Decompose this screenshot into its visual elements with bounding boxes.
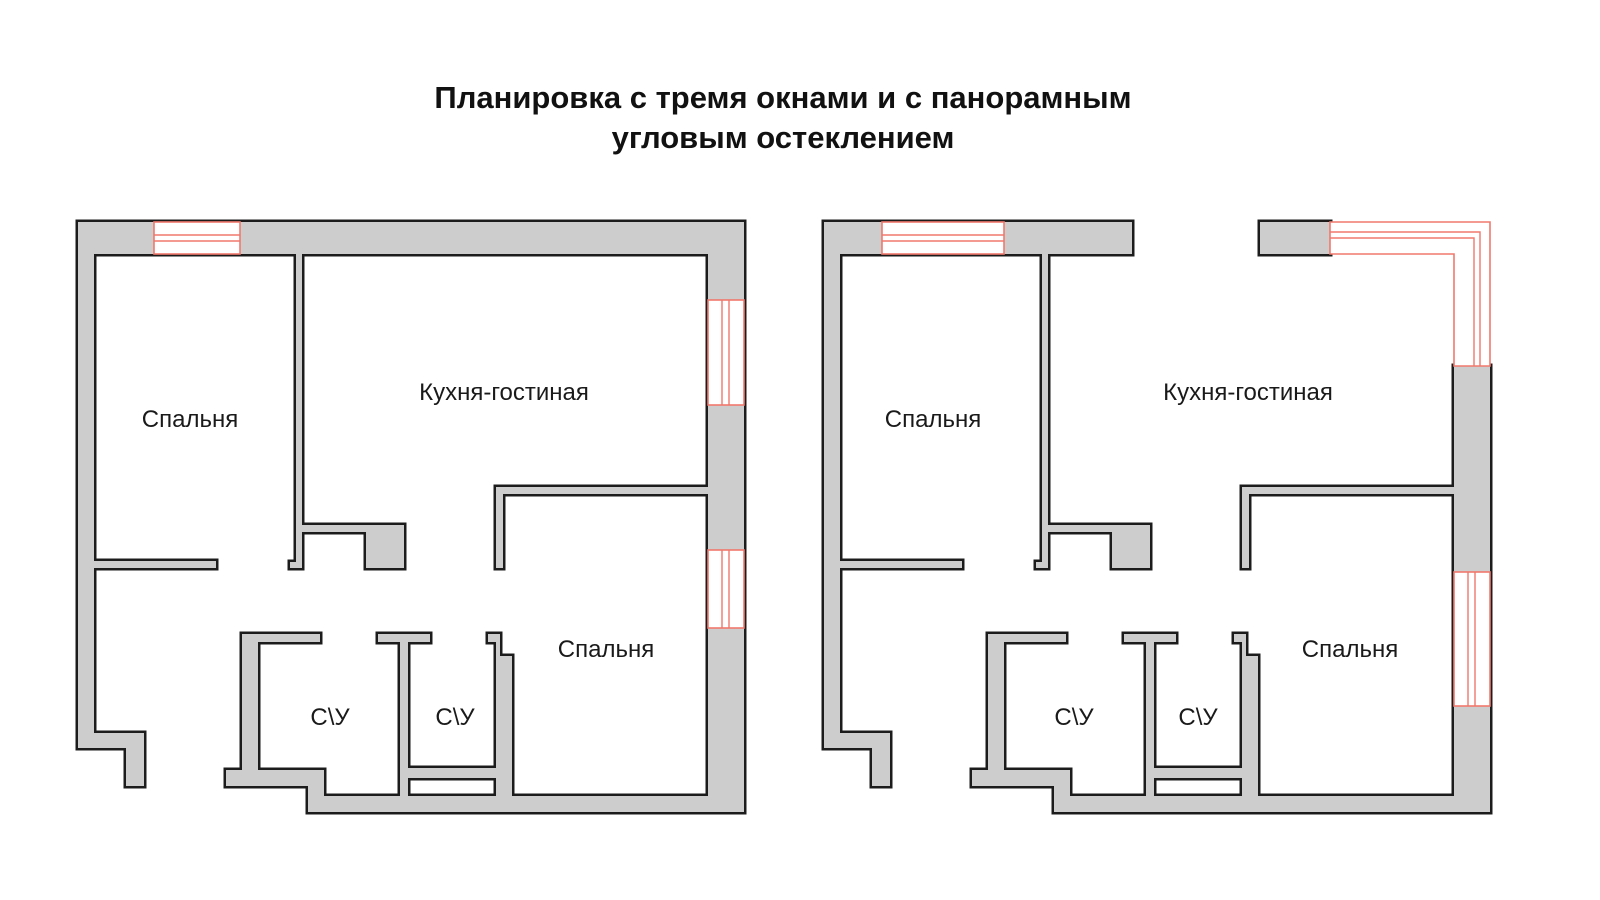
- outer-walls: [78, 222, 744, 812]
- window-top: [153, 221, 241, 255]
- inner-walls: [824, 222, 1490, 812]
- inner-walls-outline: [78, 222, 744, 812]
- room-label-bedroom-2: Спальня: [558, 636, 654, 663]
- diagram-title: Планировка с тремя окнами и с панорамным…: [0, 78, 1566, 158]
- window-top: [881, 221, 1005, 255]
- title-line-2: угловым остеклением: [611, 120, 955, 155]
- room-label-bedroom-1: Спальня: [142, 406, 238, 433]
- room-label-bathroom-2: С\У: [435, 704, 475, 731]
- plan-panoramic-corner: Спальня Кухня-гостиная Спальня С\У С\У: [824, 222, 1490, 812]
- room-label-bedroom-1: Спальня: [885, 406, 981, 433]
- outer-walls-outline: [78, 222, 744, 812]
- inner-walls-outline: [824, 222, 1490, 812]
- room-label-bathroom-1: С\У: [1054, 704, 1094, 731]
- inner-walls: [78, 222, 744, 812]
- title-line-1: Планировка с тремя окнами и с панорамным: [434, 80, 1132, 115]
- room-label-kitchen-living: Кухня-гостиная: [1163, 379, 1333, 406]
- room-label-bathroom-1: С\У: [310, 704, 350, 731]
- window-panoramic-corner: [1329, 221, 1491, 367]
- room-label-kitchen-living: Кухня-гостиная: [419, 379, 589, 406]
- outer-walls: [824, 222, 1490, 812]
- room-label-bathroom-2: С\У: [1178, 704, 1218, 731]
- window-right-upper: [707, 299, 745, 406]
- plan-three-windows: Спальня Кухня-гостиная Спальня С\У С\У: [78, 222, 744, 812]
- outer-walls-outline: [824, 222, 1490, 812]
- window-right-lower: [707, 549, 745, 629]
- room-label-bedroom-2: Спальня: [1302, 636, 1398, 663]
- window-right-lower: [1453, 571, 1491, 707]
